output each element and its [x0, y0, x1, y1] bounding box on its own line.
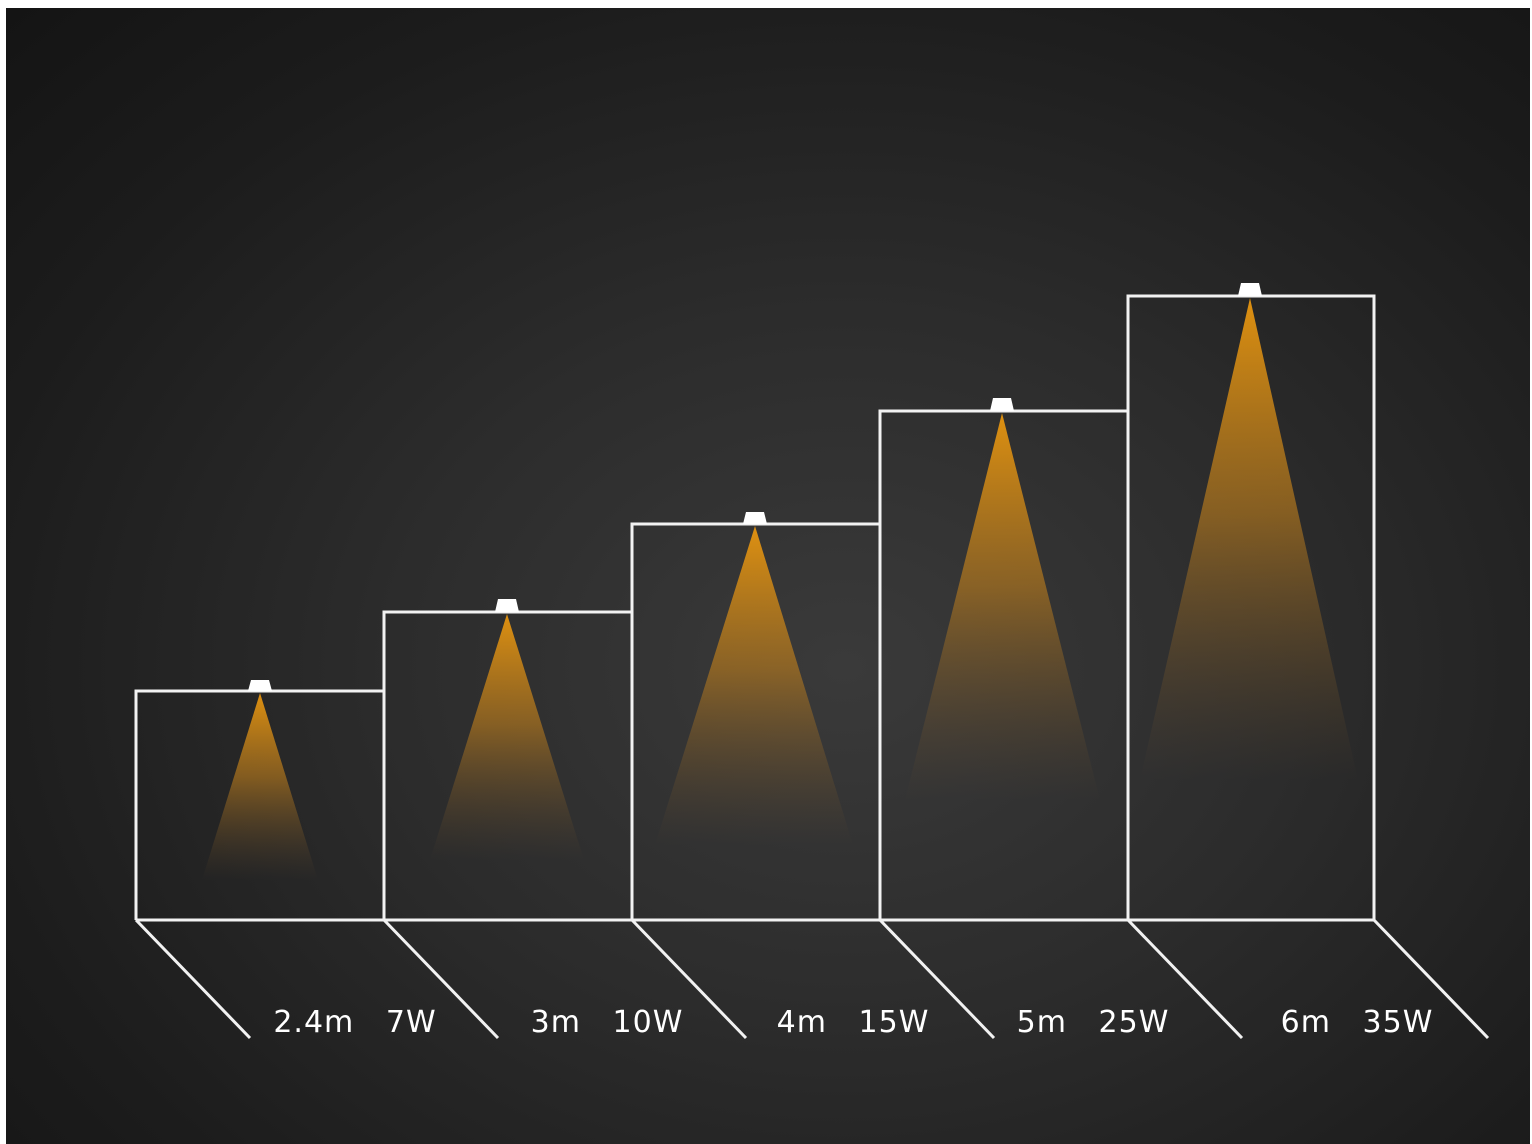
perspective-line-4	[878, 918, 996, 1040]
downlight-icon-4	[990, 398, 1014, 411]
label-fixture-2: 3m 10W	[531, 1005, 684, 1040]
beam-1	[202, 693, 318, 880]
label-fixture-3: 4m 15W	[777, 1005, 930, 1040]
label-fixture-4: 5m 25W	[1017, 1005, 1170, 1040]
perspective-lines	[134, 918, 1490, 1040]
light-beams	[202, 298, 1358, 880]
beam-3	[655, 526, 853, 845]
downlight-icon-3	[743, 512, 767, 524]
downlight-icon-1	[248, 680, 272, 691]
perspective-line-1	[134, 918, 252, 1040]
downlight-icon-5	[1238, 283, 1262, 296]
beam-5	[1140, 298, 1358, 780]
perspective-line-6	[1372, 918, 1490, 1040]
beam-2	[430, 614, 584, 860]
light-fixtures	[248, 283, 1262, 691]
perspective-line-2	[382, 918, 500, 1040]
downlight-icon-2	[495, 599, 519, 612]
label-fixture-1: 2.4m 7W	[273, 1005, 436, 1040]
beam-4	[905, 413, 1100, 800]
label-fixture-5: 6m 35W	[1281, 1005, 1434, 1040]
perspective-line-3	[630, 918, 748, 1040]
perspective-line-5	[1126, 918, 1244, 1040]
labels: 2.4m 7W 3m 10W 4m 15W 5m 25W 6m 35W	[273, 1005, 1434, 1040]
